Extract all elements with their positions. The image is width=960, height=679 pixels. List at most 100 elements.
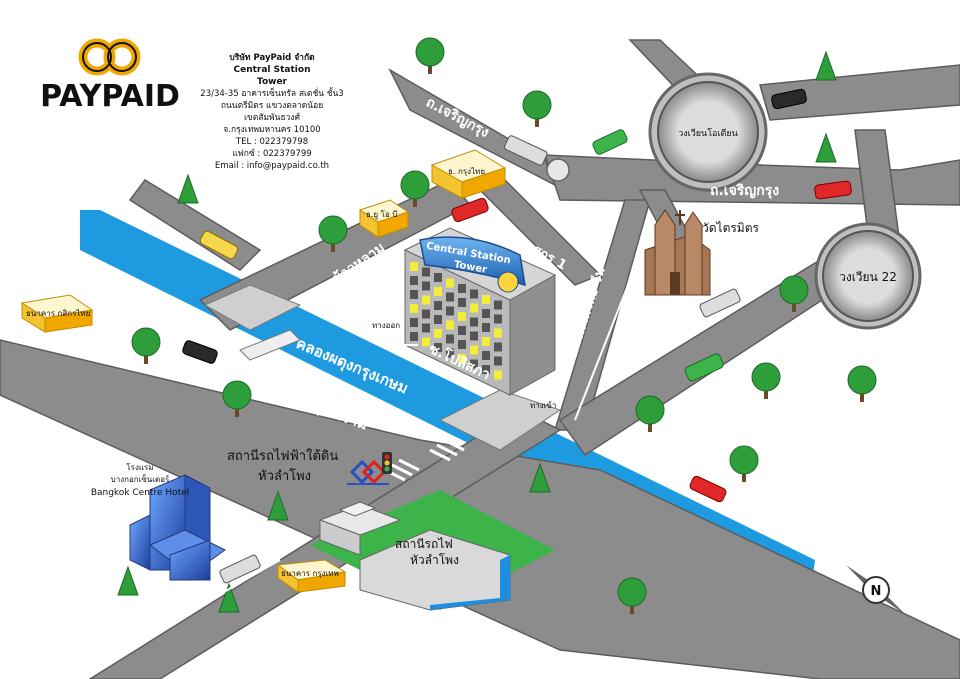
tower-window	[410, 332, 418, 341]
pine-tree-icon	[267, 490, 289, 521]
company-tower: Central Station	[233, 65, 311, 75]
tower-window	[458, 312, 466, 321]
tower-window	[422, 309, 430, 319]
rail-station-building	[318, 501, 511, 611]
tree-icon	[415, 37, 445, 67]
tree-icon	[522, 90, 552, 120]
bank-kasikorn-building	[20, 294, 94, 333]
tower-window	[434, 287, 442, 296]
tower-window	[470, 345, 478, 355]
tower-window	[446, 320, 454, 330]
tree-trunk	[144, 350, 148, 364]
tower-window	[446, 334, 454, 344]
tree-trunk	[535, 113, 539, 127]
tower-window	[434, 343, 442, 352]
label-hotel-line3: Bangkok Centre Hotel	[91, 488, 189, 498]
label-bank-bangkok: ธนาคาร กรุงเทพ	[281, 569, 339, 578]
arrow-left-lower	[209, 559, 281, 601]
tower-windows	[410, 262, 502, 380]
company-info: บริษัท PayPaid จำกัด Central Station Tow…	[192, 52, 352, 172]
tower-window	[434, 315, 442, 324]
tower-window	[422, 337, 430, 347]
roundabout-odeon	[648, 72, 768, 192]
tower-window	[410, 262, 418, 271]
tower-window	[458, 284, 466, 293]
road-top-right	[759, 64, 960, 121]
tower-window	[494, 356, 502, 366]
label-mrt-line1: สถานีรถไฟฟ้าใต้ดิน	[227, 448, 338, 464]
tower-window	[434, 273, 442, 282]
pine-tree-icon	[815, 50, 837, 81]
tower-window	[446, 292, 454, 302]
tower-window	[422, 267, 430, 277]
tree-icon	[617, 577, 647, 607]
label-hotel-line2: บางกอกเซ็นเตอร์	[111, 474, 170, 484]
cars	[182, 88, 852, 584]
label-charoen-krung-right: ถ.เจริญกรุง	[710, 183, 779, 199]
tree-trunk	[648, 418, 652, 432]
tower-window	[482, 309, 490, 318]
trees	[117, 37, 877, 614]
car-green-2	[684, 353, 724, 382]
tower-window	[458, 340, 466, 349]
paypaid-logo-icon	[78, 38, 141, 76]
tower-window	[434, 301, 442, 310]
tel: TEL : 022379798	[235, 137, 309, 147]
label-roundabout-odeon: วงเวียนโอเดียน	[678, 128, 738, 139]
label-rail-line2: หัวลำโพง	[410, 553, 459, 567]
label-bank-kasikorn: ธนาคาร กสิกรไทย	[26, 309, 90, 318]
tower-window	[470, 359, 478, 369]
car-green-1	[592, 129, 628, 155]
pine-tree-icon	[218, 582, 240, 613]
label-entrance: ทางเข้า	[530, 401, 556, 410]
fax: แฟกซ์ : 022379799	[232, 149, 312, 159]
tower-window	[470, 331, 478, 341]
tree-icon	[847, 365, 877, 395]
tower-window	[410, 276, 418, 285]
tree-trunk	[860, 388, 864, 402]
tower-window	[494, 328, 502, 338]
tree-trunk	[792, 298, 796, 312]
tower-window	[446, 348, 454, 358]
tower-window	[458, 326, 466, 335]
tower-window	[482, 323, 490, 332]
brand-name: PAYPAID	[40, 79, 180, 114]
temple-icon	[644, 209, 711, 296]
truck-2	[699, 288, 741, 318]
direction-arrows	[209, 279, 631, 601]
car-red-2	[814, 180, 852, 200]
tree-icon	[400, 170, 430, 200]
tower-window	[458, 298, 466, 307]
address-line-2: ถนนตรีมิตร แขวงตลาดน้อย	[220, 101, 324, 111]
road-maha-phruttharam	[0, 339, 960, 679]
small-roundabout	[546, 158, 570, 182]
tree-icon	[779, 275, 809, 305]
bank-bangkok-building	[276, 559, 347, 593]
address-line-3: เขตสัมพันธวงศ์	[244, 113, 300, 123]
hotel-building	[129, 474, 226, 581]
tower-window	[446, 306, 454, 316]
pine-tree-icon	[529, 462, 551, 493]
address-line-4: จ.กรุงเทพมหานคร 10100	[223, 125, 321, 135]
tower-window	[494, 300, 502, 310]
tower-window	[434, 329, 442, 338]
tree-trunk	[630, 600, 634, 614]
tree-trunk	[428, 60, 432, 74]
compass-north-label: N	[871, 584, 882, 599]
tower-window	[422, 295, 430, 305]
tower-window	[470, 289, 478, 299]
label-exit: ทางออก	[372, 321, 400, 330]
tower-window	[482, 337, 490, 346]
company-name: บริษัท PayPaid จำกัด	[229, 53, 315, 63]
tree-icon	[751, 362, 781, 392]
label-rail-line1: สถานีรถไฟ	[395, 537, 453, 551]
tower-window	[410, 318, 418, 327]
entry-arrow	[539, 380, 556, 406]
tree-trunk	[413, 193, 417, 207]
car-red-3	[689, 475, 727, 503]
tree-icon	[729, 445, 759, 475]
tower-window	[446, 278, 454, 288]
tree-trunk	[764, 385, 768, 399]
tower-window	[410, 304, 418, 313]
